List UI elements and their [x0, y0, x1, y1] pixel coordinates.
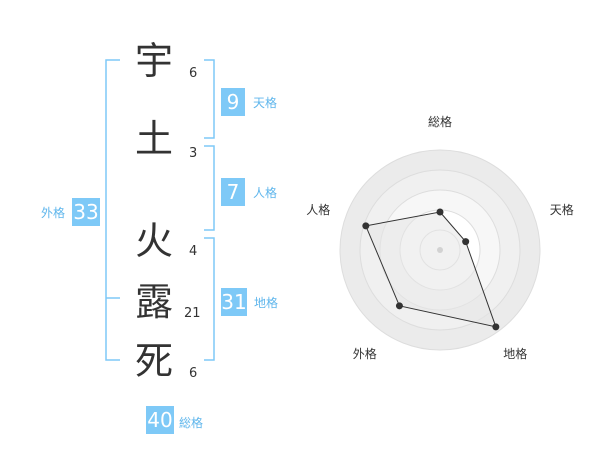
soukaku-label: 総格 — [179, 416, 204, 430]
radar-axis-label-4: 外格 — [352, 346, 377, 361]
radar-axis-label-1: 総格 — [427, 115, 452, 129]
name-char-3: 火 — [134, 219, 173, 263]
radar-axis-label-3: 地格 — [503, 346, 528, 361]
gaikaku-value-badge: 33 — [72, 198, 100, 226]
name-char-4-strokes: 21 — [184, 306, 201, 321]
name-char-2: 土 — [134, 117, 173, 161]
tenkaku-bracket — [204, 59, 215, 139]
radar-point-3 — [492, 323, 500, 331]
name-char-1-strokes: 6 — [189, 66, 198, 81]
chikaku-bracket — [204, 237, 215, 361]
soukaku-value-badge: 40 — [146, 406, 174, 434]
radar-point-4 — [395, 302, 403, 310]
tenkaku-label: 天格 — [253, 96, 278, 110]
gaikaku-label: 外格 — [41, 206, 66, 220]
radar-point-1 — [436, 208, 444, 216]
name-char-2-strokes: 3 — [189, 146, 198, 161]
radar-point-5 — [362, 222, 370, 230]
name-char-1: 宇 — [134, 39, 173, 83]
name-char-5: 死 — [134, 339, 173, 383]
radar-point-2 — [462, 238, 470, 246]
chikaku-value-badge: 31 — [221, 288, 247, 316]
tenkaku-value-badge: 9 — [221, 88, 245, 116]
gaikaku-bracket — [105, 59, 120, 361]
name-char-4: 露 — [134, 280, 173, 324]
radar-axis-label-2: 天格 — [549, 203, 574, 218]
name-char-3-strokes: 4 — [189, 244, 198, 259]
name-char-5-strokes: 6 — [189, 366, 198, 381]
chikaku-label: 地格 — [254, 296, 279, 310]
radar-axis-label-5: 人格 — [306, 203, 331, 218]
jinkaku-value-badge: 7 — [221, 178, 245, 206]
jinkaku-label: 人格 — [253, 186, 278, 200]
jinkaku-bracket — [204, 145, 215, 231]
